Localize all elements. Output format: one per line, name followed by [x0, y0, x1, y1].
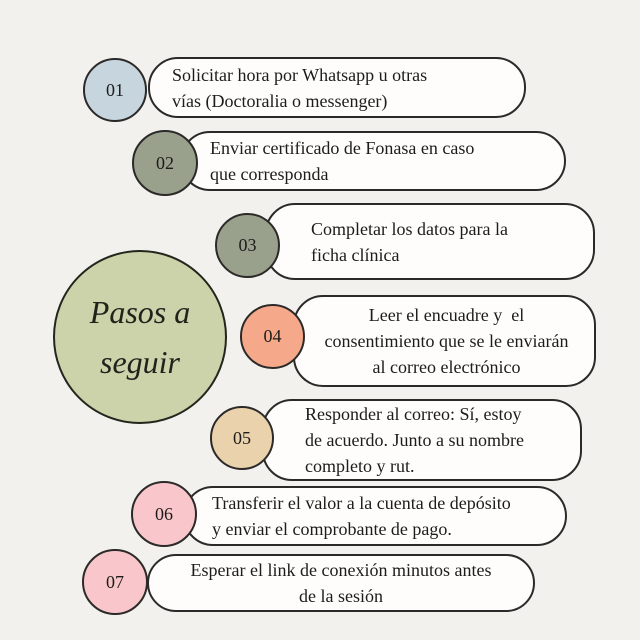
step-number: 02: [156, 152, 174, 173]
step-text: Transferir el valor a la cuenta de depós…: [212, 493, 511, 539]
step-number-badge: 02: [132, 130, 198, 196]
step-pill: Esperar el link de conexión minutos ante…: [147, 554, 535, 612]
step-pill: Responder al correo: Sí, estoy de acuerd…: [262, 399, 582, 481]
page-title: Pasos a seguir: [89, 294, 191, 380]
step-number-badge: 03: [215, 213, 280, 278]
step-number: 01: [106, 79, 124, 100]
step-number: 07: [106, 571, 124, 592]
step-pill: Enviar certificado de Fonasa en caso que…: [180, 131, 566, 191]
step-number-badge: 06: [131, 481, 197, 547]
step-number-badge: 04: [240, 304, 305, 369]
step-pill: Leer el encuadre y el consentimiento que…: [293, 295, 596, 387]
step-number: 03: [238, 235, 257, 255]
step-pill: Solicitar hora por Whatsapp u otras vías…: [148, 57, 526, 118]
step-number: 05: [233, 427, 251, 448]
step-number-badge: 01: [83, 58, 147, 122]
step-text: Responder al correo: Sí, estoy de acuerd…: [305, 404, 524, 476]
step-number-badge: 07: [82, 549, 148, 615]
step-pill: Completar los datos para la ficha clínic…: [265, 203, 595, 280]
step-text: Enviar certificado de Fonasa en caso que…: [210, 138, 475, 184]
step-pill: Transferir el valor a la cuenta de depós…: [183, 486, 567, 546]
step-text: Completar los datos para la ficha clínic…: [311, 218, 508, 265]
step-number-badge: 05: [210, 406, 274, 470]
step-text: Esperar el link de conexión minutos ante…: [190, 560, 492, 606]
step-number: 06: [155, 503, 173, 524]
step-text: Leer el encuadre y el consentimiento que…: [324, 305, 569, 377]
title-circle: Pasos a seguir: [53, 250, 227, 424]
step-number: 04: [263, 326, 282, 346]
step-text: Solicitar hora por Whatsapp u otras vías…: [172, 64, 428, 111]
